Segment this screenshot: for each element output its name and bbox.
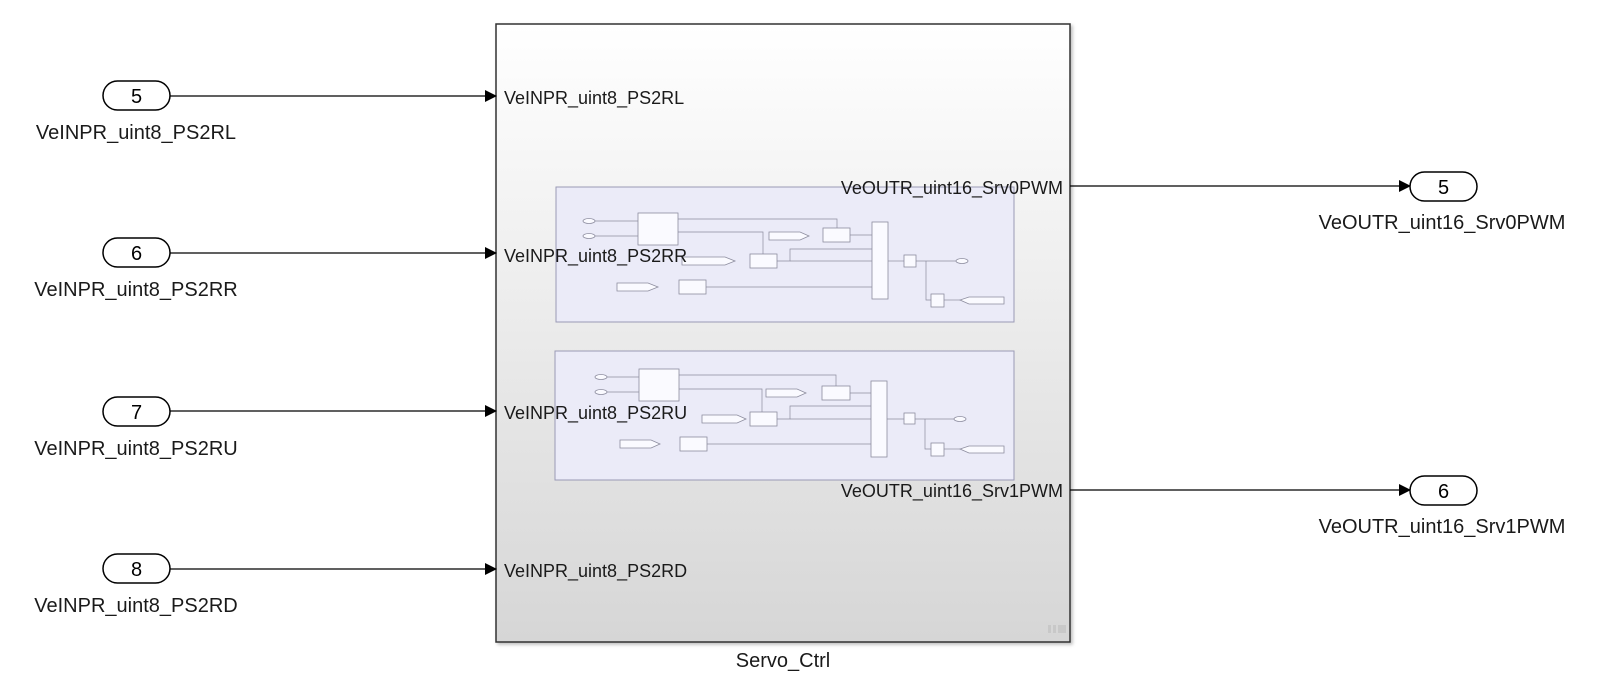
- servo-ctrl-subsystem-block[interactable]: VeINPR_uint8_PS2RL VeINPR_uint8_PS2RR Ve…: [495, 23, 1071, 643]
- block-output-port-label: VeOUTR_uint16_Srv1PWM: [841, 481, 1063, 502]
- internal-diagram-thumbnail-2: [554, 350, 1015, 481]
- outport-number: 5: [1438, 177, 1449, 199]
- outport-block[interactable]: 5: [1409, 171, 1478, 202]
- inport-number: 7: [131, 402, 142, 424]
- inport-number: 6: [131, 243, 142, 265]
- inport-block[interactable]: 5: [102, 80, 171, 111]
- inport-number: 5: [131, 86, 142, 108]
- block-input-port-label: VeINPR_uint8_PS2RD: [504, 561, 687, 582]
- subsystem-name-label: Servo_Ctrl: [736, 650, 830, 672]
- inport-block[interactable]: 7: [102, 396, 171, 427]
- inport-block[interactable]: 6: [102, 237, 171, 268]
- block-input-port-label: VeINPR_uint8_PS2RU: [504, 403, 687, 424]
- inport-block[interactable]: 8: [102, 553, 171, 584]
- outport-signal-label: VeOUTR_uint16_Srv1PWM: [1319, 516, 1566, 538]
- internal-diagram-thumbnail-1: [555, 186, 1015, 323]
- block-input-port-label: VeINPR_uint8_PS2RL: [504, 88, 684, 109]
- inport-signal-label: VeINPR_uint8_PS2RU: [34, 438, 237, 460]
- outport-signal-label: VeOUTR_uint16_Srv0PWM: [1319, 212, 1566, 234]
- resize-grip-icon: [1048, 625, 1066, 633]
- block-output-port-label: VeOUTR_uint16_Srv0PWM: [841, 178, 1063, 199]
- outport-number: 6: [1438, 481, 1449, 503]
- inport-signal-label: VeINPR_uint8_PS2RD: [34, 595, 237, 617]
- inport-signal-label: VeINPR_uint8_PS2RL: [36, 122, 236, 144]
- block-input-port-label: VeINPR_uint8_PS2RR: [504, 246, 687, 267]
- outport-block[interactable]: 6: [1409, 475, 1478, 506]
- inport-number: 8: [131, 559, 142, 581]
- inport-signal-label: VeINPR_uint8_PS2RR: [34, 279, 237, 301]
